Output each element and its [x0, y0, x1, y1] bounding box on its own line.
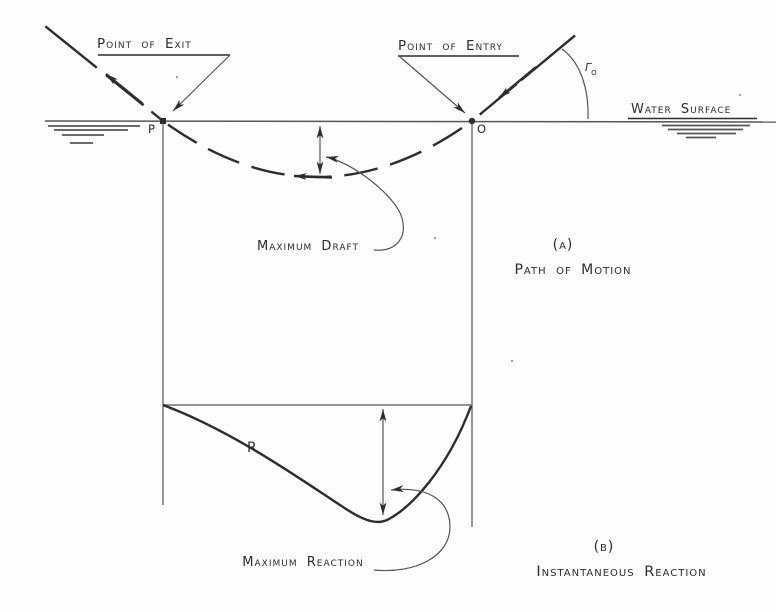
reaction-curve-label: R [247, 440, 257, 456]
panel-a-index: (a) [552, 237, 574, 253]
panel-b-caption: Instantaneous Reaction [536, 564, 707, 580]
gamma-symbol: γ [585, 56, 592, 75]
panel-b-group [162, 403, 473, 572]
reaction-curve [162, 403, 473, 524]
reaction-label-leader [373, 485, 451, 572]
paper-speck [175, 75, 179, 79]
entry-label-leader [398, 55, 466, 114]
exit-label-leader [172, 54, 231, 112]
panel-b-index: (b) [593, 539, 615, 555]
exit-trajectory [44, 25, 164, 122]
maximum-draft-label: Maximum Draft [256, 239, 359, 254]
panel-a-caption: Path of Motion [514, 262, 632, 278]
water-hatch-left [48, 125, 140, 144]
exit-point-marker [160, 118, 166, 124]
maximum-reaction-label: Maximum Reaction [242, 555, 364, 570]
motion-direction-arrow [293, 173, 333, 180]
underwater-path [162, 120, 473, 179]
water-surface-line [44, 120, 776, 123]
gamma-subscript: o [591, 67, 597, 79]
water-hatch-right [662, 124, 750, 139]
point-of-entry-label: Point of Entry [398, 38, 503, 54]
entry-direction-arrow [498, 66, 537, 99]
exit-point-label: P [148, 122, 155, 136]
water-surface-group [44, 117, 776, 144]
connector-group [162, 123, 473, 527]
entry-point-label: O [477, 122, 487, 136]
point-of-exit-label: Point of Exit [97, 36, 192, 52]
paper-speck [738, 93, 742, 97]
exit-direction-arrow [105, 73, 144, 105]
entry-angle-arc [561, 48, 589, 120]
draft-label-leader [325, 156, 404, 251]
entry-angle-label: γo [585, 57, 597, 78]
water-surface-label: Water Surface [631, 102, 732, 117]
paper-speck [433, 236, 437, 240]
entry-point-marker [468, 117, 476, 125]
paper-speck [510, 359, 514, 363]
panel-a-group [44, 25, 589, 251]
